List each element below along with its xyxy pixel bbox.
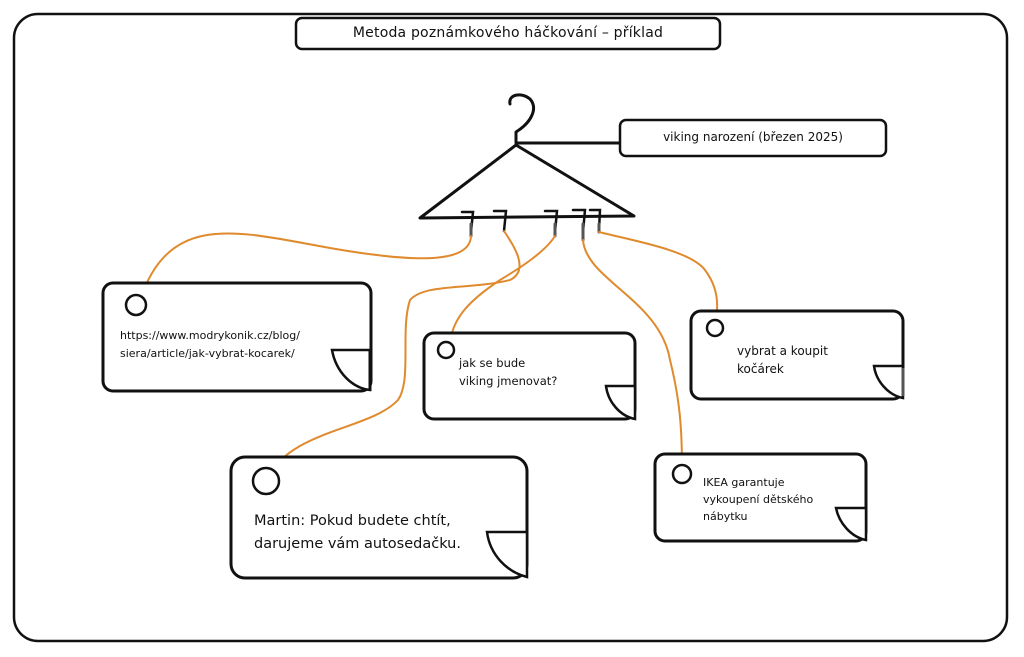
note-url-text: https://www.modrykonik.cz/blog/ siera/ar… — [120, 327, 350, 363]
note-url — [101, 281, 373, 393]
pin-hole-icon — [436, 340, 456, 360]
note-martin — [229, 455, 529, 580]
pin-hole-icon — [251, 466, 281, 496]
string-to-martin-note — [267, 230, 521, 479]
note-martin-line: darujeme vám autosedačku. — [254, 536, 461, 552]
pin-hole-icon — [124, 293, 148, 317]
note-buy — [689, 309, 905, 401]
hook-icon — [492, 209, 508, 233]
folded-corner-icon — [834, 506, 868, 542]
string-to-name-note — [449, 235, 556, 345]
title-box — [294, 16, 722, 51]
note-ikea-text: IKEA garantuje vykoupení dětského nábytk… — [703, 474, 843, 525]
folded-corner-icon — [872, 364, 905, 400]
note-buy-line: kočárek — [737, 362, 784, 376]
note-ikea-line: vykoupení dětského — [703, 493, 814, 506]
hanger-label-box — [618, 118, 888, 158]
note-ikea — [653, 452, 868, 543]
string-lines — [139, 230, 719, 479]
folded-corner-icon — [604, 384, 637, 421]
note-name-text: jak se bude viking jmenovat? — [459, 354, 599, 390]
string-to-url-note — [139, 232, 472, 301]
note-url-line: https://www.modrykonik.cz/blog/ — [120, 329, 300, 342]
note-martin-text: Martin: Pokud budete chtít, darujeme vám… — [254, 510, 504, 556]
note-url-line: siera/article/jak-vybrat-kocarek/ — [120, 347, 295, 360]
string-to-ikea-note — [582, 239, 683, 469]
note-martin-line: Martin: Pokud budete chtít, — [254, 513, 451, 529]
note-name-line: viking jmenovat? — [459, 374, 558, 388]
note-ikea-line: IKEA garantuje — [703, 476, 785, 489]
hanger-icon — [418, 93, 636, 220]
note-ikea-line: nábytku — [703, 510, 748, 523]
note-buy-line: vybrat a koupit — [737, 344, 828, 358]
folded-corner-icon — [485, 530, 529, 579]
note-name — [422, 331, 637, 421]
pin-hole-icon — [705, 318, 725, 338]
note-buy-text: vybrat a koupit kočárek — [737, 342, 867, 378]
hanger-label: viking narození (březen 2025) — [663, 130, 843, 144]
pin-hole-icon — [671, 463, 693, 485]
note-name-line: jak se bude — [459, 356, 526, 370]
diagram-title: Metoda poznámkového háčkování – příklad — [352, 25, 664, 41]
string-to-buy-note — [598, 231, 719, 323]
hook-tips — [469, 222, 601, 242]
